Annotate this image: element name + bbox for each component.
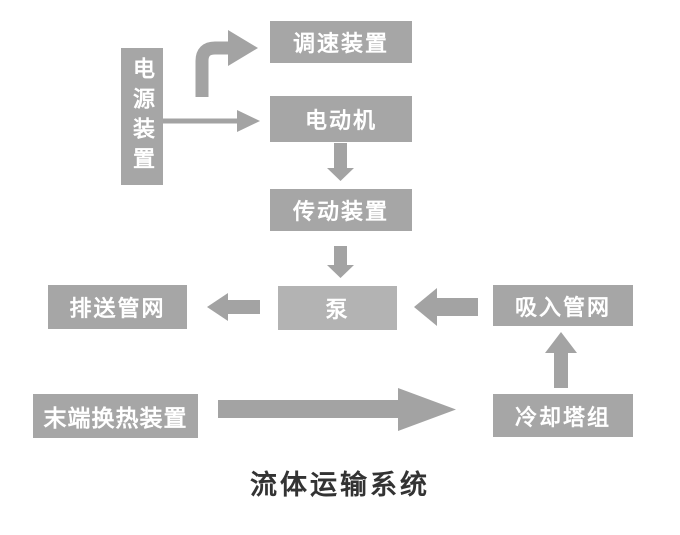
arrow-power-to-speed-control: [195, 30, 258, 97]
arrow-pump-to-discharge: [207, 293, 260, 321]
node-discharge-network: 排送管网: [48, 285, 187, 329]
arrow-motor-to-transmission: [327, 143, 354, 181]
arrow-terminal-to-cooling: [218, 388, 456, 431]
node-speed-control: 调速装置: [270, 21, 412, 63]
node-motor: 电动机: [270, 96, 412, 142]
node-terminal-heat-exchange: 末端换热装置: [33, 394, 198, 438]
node-power-supply: 电源装置: [121, 48, 163, 185]
node-cooling-tower: 冷却塔组: [493, 394, 633, 437]
node-suction-network: 吸入管网: [493, 285, 633, 326]
arrow-suction-to-pump: [414, 288, 478, 326]
arrow-cooling-to-suction: [545, 332, 577, 388]
arrow-power-to-motor: [163, 110, 260, 132]
arrow-transmission-to-pump: [327, 246, 354, 278]
diagram-caption: 流体运输系统: [250, 470, 430, 501]
node-pump: 泵: [278, 286, 397, 330]
node-transmission: 传动装置: [270, 189, 412, 231]
